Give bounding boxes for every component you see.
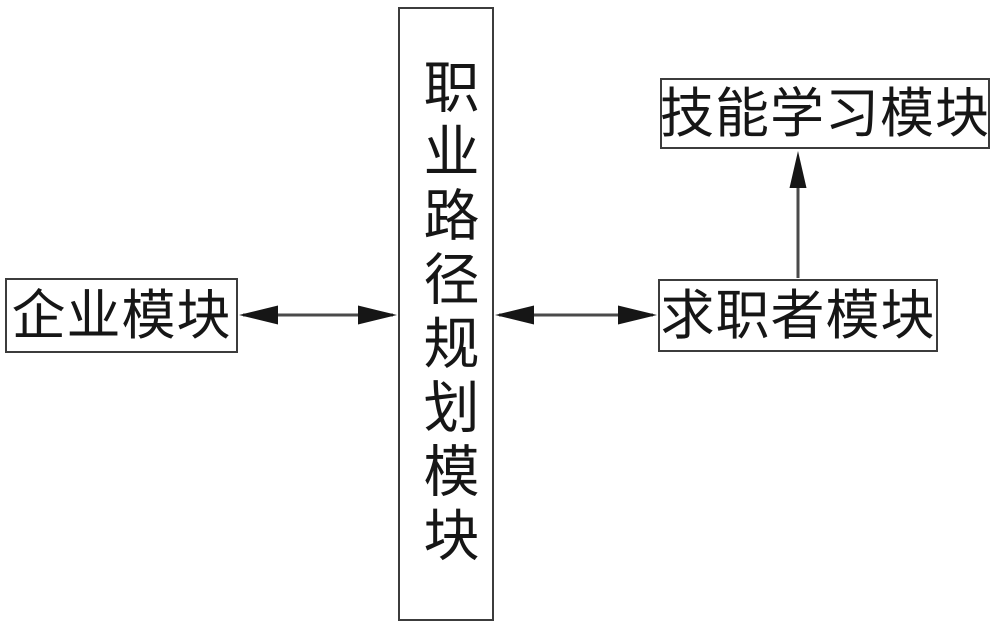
arrowhead-left-icon: [495, 305, 534, 325]
connector-enterprise-career-double-arrow: [239, 305, 397, 325]
arrowhead-right-icon: [358, 305, 397, 325]
box-label-skill-learning: 技能学习模块: [660, 83, 990, 144]
box-skill-learning-module: 技能学习模块: [660, 78, 990, 149]
box-enterprise-module: 企业模块: [5, 278, 238, 353]
box-job-seeker-module: 求职者模块: [658, 279, 938, 352]
arrowhead-right-icon: [618, 305, 657, 325]
connector-jobseeker-skill-up-arrow: [789, 151, 807, 278]
box-label-job-seeker: 求职者模块: [660, 285, 936, 346]
connector-career-jobseeker-double-arrow: [495, 305, 657, 325]
arrowhead-left-icon: [239, 305, 278, 325]
box-career-path-planning-module: 职业路径规划模块: [398, 7, 494, 621]
arrowhead-up-icon: [789, 151, 807, 188]
box-label-enterprise: 企业模块: [11, 285, 232, 346]
box-label-career-path-planning: 职业路径规划模块: [415, 58, 477, 570]
